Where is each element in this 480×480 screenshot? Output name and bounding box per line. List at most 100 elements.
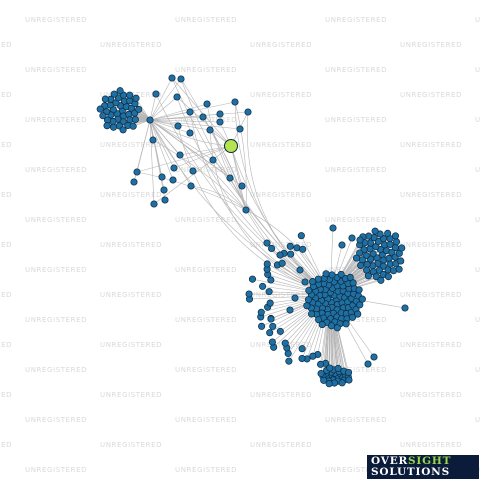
graph-node[interactable] xyxy=(337,270,345,278)
graph-node[interactable] xyxy=(281,339,289,347)
graph-node[interactable] xyxy=(216,110,224,118)
graph-node[interactable] xyxy=(338,379,346,387)
graph-node[interactable] xyxy=(258,322,266,330)
graph-node[interactable] xyxy=(248,275,257,283)
graph-node[interactable] xyxy=(186,129,194,137)
graph-node[interactable] xyxy=(101,95,109,103)
graph-node[interactable] xyxy=(132,94,140,102)
graph-node[interactable] xyxy=(177,75,185,83)
graph-node[interactable] xyxy=(160,186,168,194)
graph-node[interactable] xyxy=(364,360,372,368)
graph-node[interactable] xyxy=(176,151,184,159)
graph-node[interactable] xyxy=(315,316,323,324)
graph-node[interactable] xyxy=(356,249,364,257)
graph-node[interactable] xyxy=(328,271,336,279)
graph-node[interactable] xyxy=(245,290,253,298)
graph-node[interactable] xyxy=(242,206,250,214)
graph-node[interactable] xyxy=(358,295,366,303)
graph-node[interactable] xyxy=(345,369,353,377)
graph-node[interactable] xyxy=(301,278,309,286)
graph-node[interactable] xyxy=(384,229,392,237)
graph-node[interactable] xyxy=(286,306,294,314)
graph-node[interactable] xyxy=(392,238,401,246)
graph-node[interactable] xyxy=(189,167,197,175)
graph-node[interactable] xyxy=(130,178,138,186)
graph-node[interactable] xyxy=(173,93,181,101)
graph-node[interactable] xyxy=(135,105,143,113)
graph-node[interactable] xyxy=(286,242,294,250)
graph-node[interactable] xyxy=(257,308,265,316)
graph-node[interactable] xyxy=(116,87,124,95)
graph-node[interactable] xyxy=(169,176,177,184)
graph-node[interactable] xyxy=(126,91,134,99)
graph-node[interactable] xyxy=(327,322,336,330)
graph-node[interactable] xyxy=(371,227,379,235)
graph-node[interactable] xyxy=(352,254,361,262)
graph-node[interactable] xyxy=(342,320,350,328)
graph-node[interactable] xyxy=(401,304,409,312)
graph-node[interactable] xyxy=(366,245,374,253)
graph-node[interactable] xyxy=(266,299,274,307)
graph-node[interactable] xyxy=(365,232,373,240)
graph-node[interactable] xyxy=(317,360,325,368)
graph-node[interactable] xyxy=(384,273,392,281)
graph-node[interactable] xyxy=(364,272,372,280)
graph-node[interactable] xyxy=(298,345,306,353)
graph-node[interactable] xyxy=(398,244,406,252)
graph-node[interactable] xyxy=(170,164,178,172)
graph-node[interactable] xyxy=(268,338,276,346)
graph-node[interactable] xyxy=(391,232,400,240)
graph-node[interactable] xyxy=(304,296,313,304)
graph-node[interactable] xyxy=(186,108,194,116)
graph-node[interactable] xyxy=(299,245,307,253)
graph-node[interactable] xyxy=(206,126,214,134)
graph-node[interactable] xyxy=(244,108,252,116)
graph-node[interactable] xyxy=(287,250,295,258)
graph-node[interactable] xyxy=(278,259,286,267)
graph-node[interactable] xyxy=(209,156,217,164)
graph-node[interactable] xyxy=(348,234,356,242)
graph-node[interactable] xyxy=(265,288,273,296)
graph-node[interactable] xyxy=(391,243,399,252)
graph-node[interactable] xyxy=(263,239,271,247)
highlighted-node[interactable] xyxy=(224,139,238,153)
graph-node[interactable] xyxy=(238,182,246,190)
graph-node[interactable] xyxy=(309,352,317,360)
graph-node[interactable] xyxy=(325,380,333,388)
graph-node[interactable] xyxy=(267,276,275,284)
graph-node[interactable] xyxy=(131,115,139,124)
graph-node[interactable] xyxy=(334,364,342,373)
graph-node[interactable] xyxy=(349,279,357,287)
graph-node[interactable] xyxy=(158,173,166,181)
graph-node[interactable] xyxy=(333,324,341,332)
graph-node[interactable] xyxy=(318,321,326,329)
graph-node[interactable] xyxy=(199,113,207,121)
graph-node[interactable] xyxy=(129,122,137,130)
graph-node[interactable] xyxy=(329,224,337,232)
graph-node[interactable] xyxy=(345,376,353,384)
graph-node[interactable] xyxy=(388,248,396,256)
graph-node[interactable] xyxy=(305,286,313,295)
graph-node[interactable] xyxy=(370,353,378,361)
graph-node[interactable] xyxy=(150,200,158,208)
graph-node[interactable] xyxy=(338,241,346,249)
graph-node[interactable] xyxy=(303,302,311,310)
graph-node[interactable] xyxy=(296,266,304,274)
graph-node[interactable] xyxy=(174,122,182,130)
graph-node[interactable] xyxy=(146,116,154,124)
graph-node[interactable] xyxy=(326,364,334,372)
graph-node[interactable] xyxy=(372,273,380,281)
graph-node[interactable] xyxy=(267,315,275,323)
graph-node[interactable] xyxy=(216,118,224,126)
graph-node[interactable] xyxy=(96,105,104,113)
graph-node[interactable] xyxy=(357,261,365,269)
graph-node[interactable] xyxy=(259,282,267,290)
graph-node[interactable] xyxy=(346,273,354,281)
graph-node[interactable] xyxy=(322,270,330,278)
graph-node[interactable] xyxy=(320,376,328,384)
graph-node[interactable] xyxy=(99,112,107,120)
graph-node[interactable] xyxy=(187,182,195,190)
graph-node[interactable] xyxy=(291,294,299,302)
graph-node[interactable] xyxy=(285,357,293,365)
graph-node[interactable] xyxy=(119,126,127,134)
